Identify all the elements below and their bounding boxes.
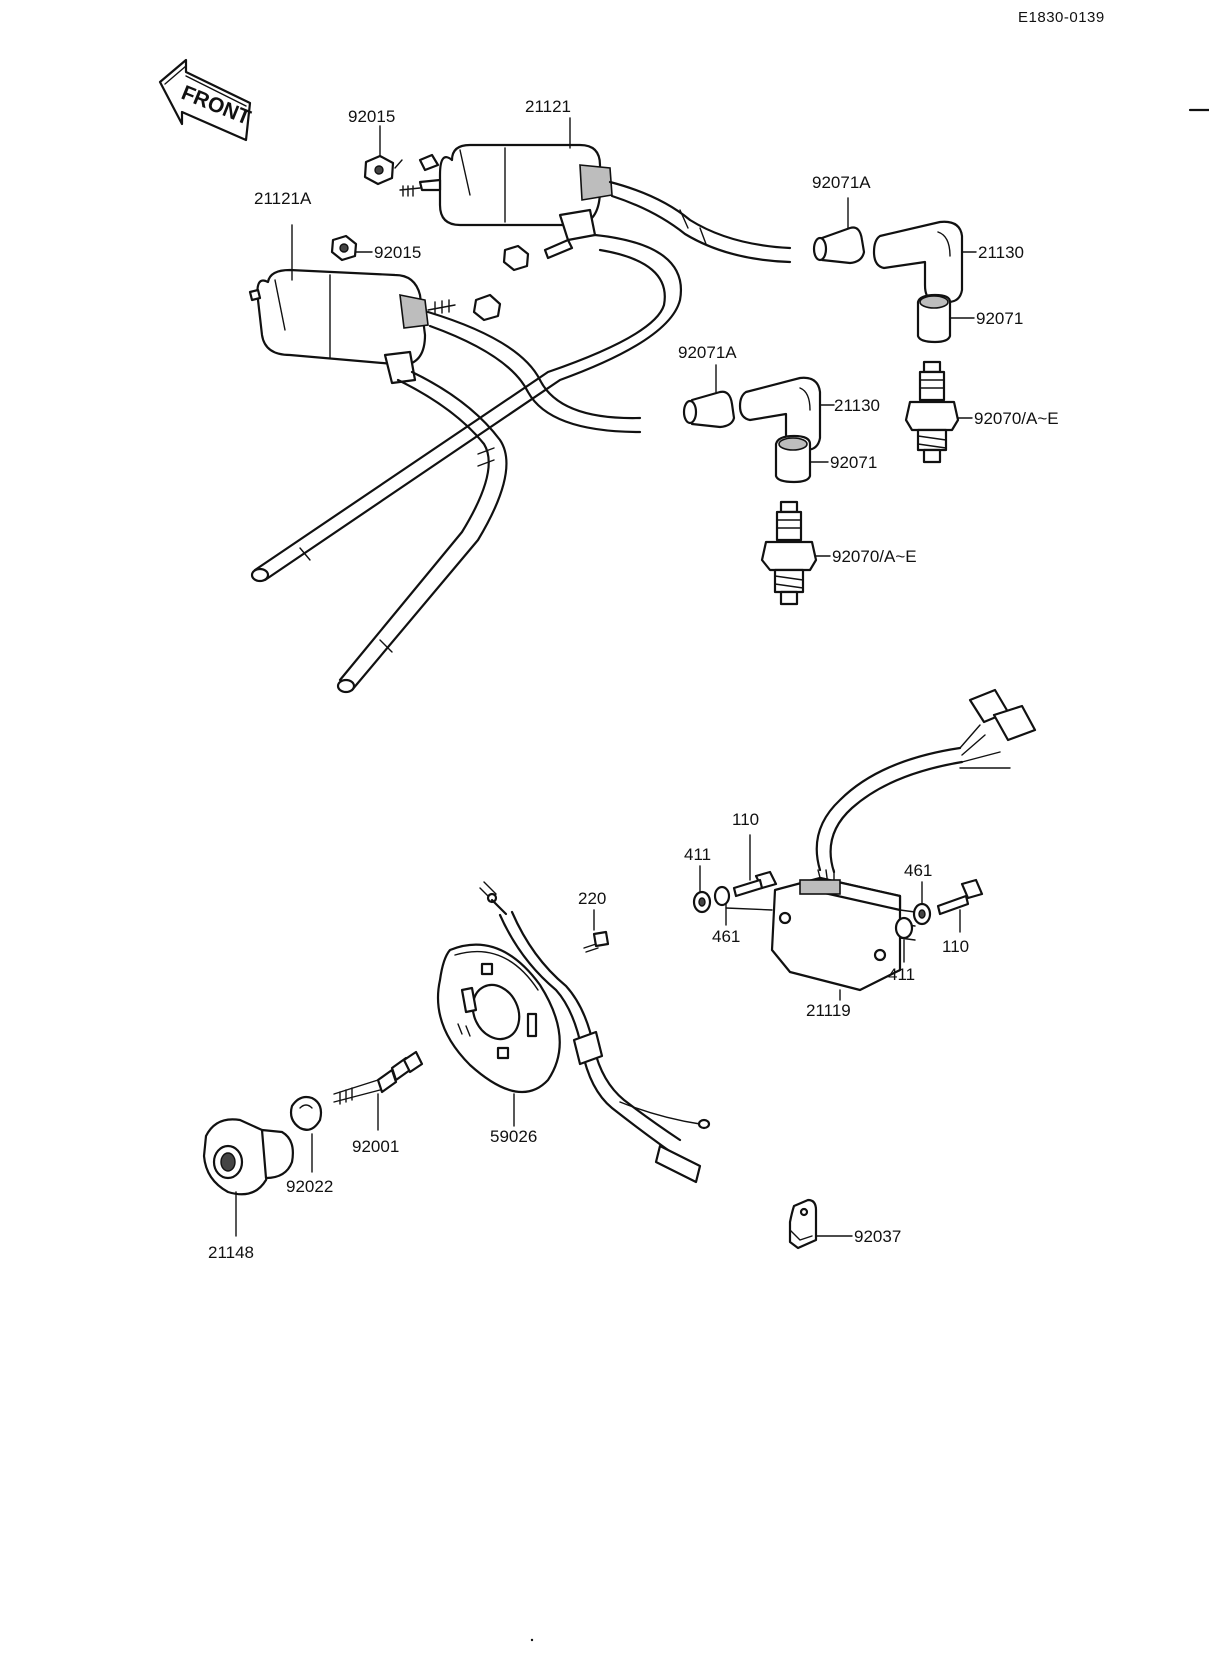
washer-461-right <box>912 881 932 926</box>
part-label-59026: 59026 <box>490 1127 537 1146</box>
part-label-220: 220 <box>578 889 606 908</box>
part-label-92022: 92022 <box>286 1177 333 1196</box>
part-label-92015-upper: 92015 <box>348 107 395 126</box>
part-label-411-right: 411 <box>888 965 915 984</box>
spark-plug-92070-lower <box>760 500 831 606</box>
washer-411-right <box>894 916 914 963</box>
stray-dot <box>530 1638 534 1642</box>
nut-92015-upper <box>363 125 403 186</box>
part-label-110-right: 110 <box>942 937 969 956</box>
ignition-coil-21121A <box>248 224 456 385</box>
part-label-21119: 21119 <box>806 1001 851 1020</box>
part-label-411-left: 411 <box>684 845 711 864</box>
clamp-92037 <box>788 1198 853 1250</box>
part-label-92071A-upper: 92071A <box>812 173 871 192</box>
part-label-92071-lower: 92071 <box>830 453 877 472</box>
diagram-code: E1830-0139 <box>1018 9 1105 26</box>
part-label-92071A-lower: 92071A <box>678 343 737 362</box>
part-label-21148: 21148 <box>208 1243 254 1262</box>
seal-92071-upper <box>916 293 975 344</box>
part-label-92070-lower: 92070/A~E <box>832 547 917 566</box>
part-label-461-right: 461 <box>904 861 932 880</box>
screw-220 <box>583 909 610 953</box>
washer-461-left <box>713 885 773 926</box>
seal-92071-lower <box>774 434 829 484</box>
part-label-21121A: 21121A <box>254 189 312 208</box>
bolt-92001 <box>333 1050 424 1131</box>
ignition-coil-21121 <box>399 117 613 260</box>
cap-92071A-upper <box>812 197 866 265</box>
timing-rotor-21148 <box>202 1118 294 1237</box>
part-label-92071-upper: 92071 <box>976 309 1023 328</box>
part-label-92001: 92001 <box>352 1137 399 1156</box>
part-label-92015-middle: 92015 <box>374 243 421 262</box>
cap-92071A-lower <box>682 364 736 429</box>
high-tension-leads <box>250 180 792 694</box>
nut-92015-middle <box>330 234 373 262</box>
pickup-coil-plate-59026 <box>436 881 711 1184</box>
washer-92022 <box>289 1095 323 1173</box>
nut-lower-coil-side <box>472 293 502 322</box>
part-label-21130-upper: 21130 <box>978 243 1024 262</box>
part-label-21121: 21121 <box>525 97 571 116</box>
part-label-92037: 92037 <box>854 1227 901 1246</box>
part-label-21130-lower: 21130 <box>834 396 880 415</box>
part-label-92070-upper: 92070/A~E <box>974 409 1059 428</box>
part-label-461-left: 461 <box>712 927 740 946</box>
plug-cap-21130-upper <box>872 220 977 304</box>
nut-upper-coil-bottom <box>502 244 530 272</box>
bolt-110-left <box>732 834 778 898</box>
spark-plug-92070-upper <box>904 360 973 464</box>
part-label-110-left: 110 <box>732 810 759 829</box>
ic-igniter-21119 <box>770 688 1037 1001</box>
bolt-110-right <box>936 878 984 933</box>
front-arrow: FRONT <box>158 58 254 142</box>
washer-411-left <box>692 865 712 914</box>
